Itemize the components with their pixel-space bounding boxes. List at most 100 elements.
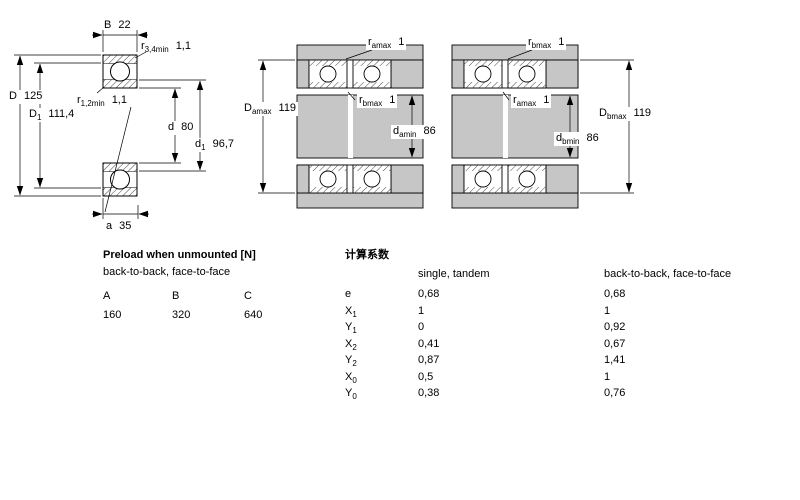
dim-label-Dbmax: Dbmax 119 (597, 107, 654, 122)
dim-symbol: D (29, 108, 37, 120)
dim-label-D: D 125 (7, 90, 45, 105)
dim-value: 111,4 (48, 108, 75, 120)
factor-row-x2: X2 0,41 0,67 (345, 338, 795, 355)
preload-value-B: 320 (172, 309, 191, 321)
dim-subscript: 3,4min (144, 45, 169, 55)
factor-value-paired: 0,67 (604, 338, 626, 350)
dim-symbol: D (244, 102, 252, 114)
preload-title: Preload when unmounted [N] (103, 249, 256, 261)
dim-value: 35 (119, 220, 132, 232)
housing-block (451, 192, 579, 209)
mounting-drawing-left (296, 44, 424, 209)
factor-symbol: e (345, 288, 352, 300)
dim-subscript: bmax (606, 112, 627, 122)
dim-symbol: D (599, 107, 607, 119)
dim-label-a: a 35 (106, 220, 131, 234)
dim-value: 86 (423, 125, 436, 137)
factor-row-y1: Y1 0 0,92 (345, 321, 795, 338)
dim-label-d1: d1 96,7 (193, 138, 236, 153)
dim-symbol: B (104, 19, 112, 31)
factor-value-single: 0,38 (418, 387, 440, 399)
dim-label-ramax-mid: ramax 1 (511, 94, 552, 109)
factor-value-paired: 0,92 (604, 321, 626, 333)
dim-value: 1 (558, 36, 565, 48)
balls (319, 65, 381, 188)
mounting-drawing-right (451, 44, 579, 209)
dim-symbol: d (195, 138, 202, 150)
factors-col-paired: back-to-back, face-to-face (604, 268, 732, 280)
dim-value: 96,7 (212, 138, 234, 150)
factor-value-paired: 0,76 (604, 387, 626, 399)
bearing-dimension-lines (14, 30, 206, 219)
dim-value: 1 (543, 94, 550, 106)
factor-row-y2: Y2 0,87 1,41 (345, 354, 795, 371)
dim-label-damin: damin 86 (391, 125, 438, 140)
factor-symbol: X0 (345, 371, 357, 386)
dim-symbol: r (359, 94, 363, 106)
dim-symbol: D (9, 90, 17, 102)
dim-symbol: d (168, 121, 175, 133)
preload-subtitle: back-to-back, face-to-face (103, 266, 231, 278)
factor-symbol: Y1 (345, 321, 357, 336)
dim-value: 86 (586, 132, 599, 144)
balls (474, 65, 536, 188)
housing-block (296, 192, 424, 209)
dim-symbol: r (513, 94, 517, 106)
ball-top (110, 61, 130, 82)
dim-subscript: bmax (362, 99, 383, 109)
factors-title: 计算系数 (345, 249, 389, 261)
factor-value-paired: 0,68 (604, 288, 626, 300)
dim-symbol: r (77, 94, 81, 106)
dim-subscript: amax (371, 41, 392, 51)
dim-label-ramax-top: ramax 1 (366, 36, 407, 51)
dim-label-D1: D1 111,4 (27, 108, 77, 123)
dim-subscript: bmax (531, 41, 552, 51)
factor-value-single: 0,41 (418, 338, 440, 350)
factor-value-single: 0,5 (418, 371, 434, 383)
mounting-right-dimension-lines (502, 49, 634, 194)
factor-row-e: e 0,68 0,68 (345, 288, 795, 305)
factor-value-paired: 1 (604, 371, 611, 383)
dim-value: 1,1 (175, 40, 191, 52)
preload-value-C: 640 (244, 309, 263, 321)
factor-row-x1: X1 1 1 (345, 305, 795, 322)
factor-row-x0: X0 0,5 1 (345, 371, 795, 388)
dim-subscript: 1 (36, 113, 42, 123)
contact-angle-line (104, 106, 132, 213)
dim-value: 1 (398, 36, 405, 48)
dim-symbol: d (393, 125, 400, 137)
factor-value-single: 0,68 (418, 288, 440, 300)
factor-row-y0: Y0 0,38 0,76 (345, 387, 795, 404)
dim-value: 119 (278, 102, 297, 114)
factor-symbol: Y2 (345, 354, 357, 369)
ball-bottom (110, 169, 130, 190)
dim-subscript: amax (516, 99, 537, 109)
preload-value-A: 160 (103, 309, 122, 321)
dim-subscript: 1 (201, 143, 206, 153)
dim-value: 1,1 (111, 94, 127, 106)
factor-value-single: 0,87 (418, 354, 440, 366)
factors-col-single-tandem: single, tandem (418, 268, 490, 280)
dim-symbol: r (368, 36, 372, 48)
preload-col-C: C (244, 290, 252, 302)
factor-value-paired: 1,41 (604, 354, 626, 366)
dim-symbol: r (528, 36, 532, 48)
dim-value: 119 (633, 107, 652, 119)
dim-subscript: amin (399, 130, 417, 140)
dim-subscript: amax (251, 107, 272, 117)
dim-symbol: d (556, 132, 563, 144)
factors-table: e 0,68 0,68 X1 1 1 Y1 0 0,92 X2 0,41 0,6… (345, 288, 795, 413)
factor-symbol: X2 (345, 338, 357, 353)
dim-value: 125 (23, 90, 43, 102)
factor-symbol: X1 (345, 305, 357, 320)
preload-col-A: A (103, 290, 111, 302)
dim-value: 22 (118, 19, 131, 31)
dim-symbol: a (106, 220, 113, 232)
technical-drawings (14, 30, 634, 219)
